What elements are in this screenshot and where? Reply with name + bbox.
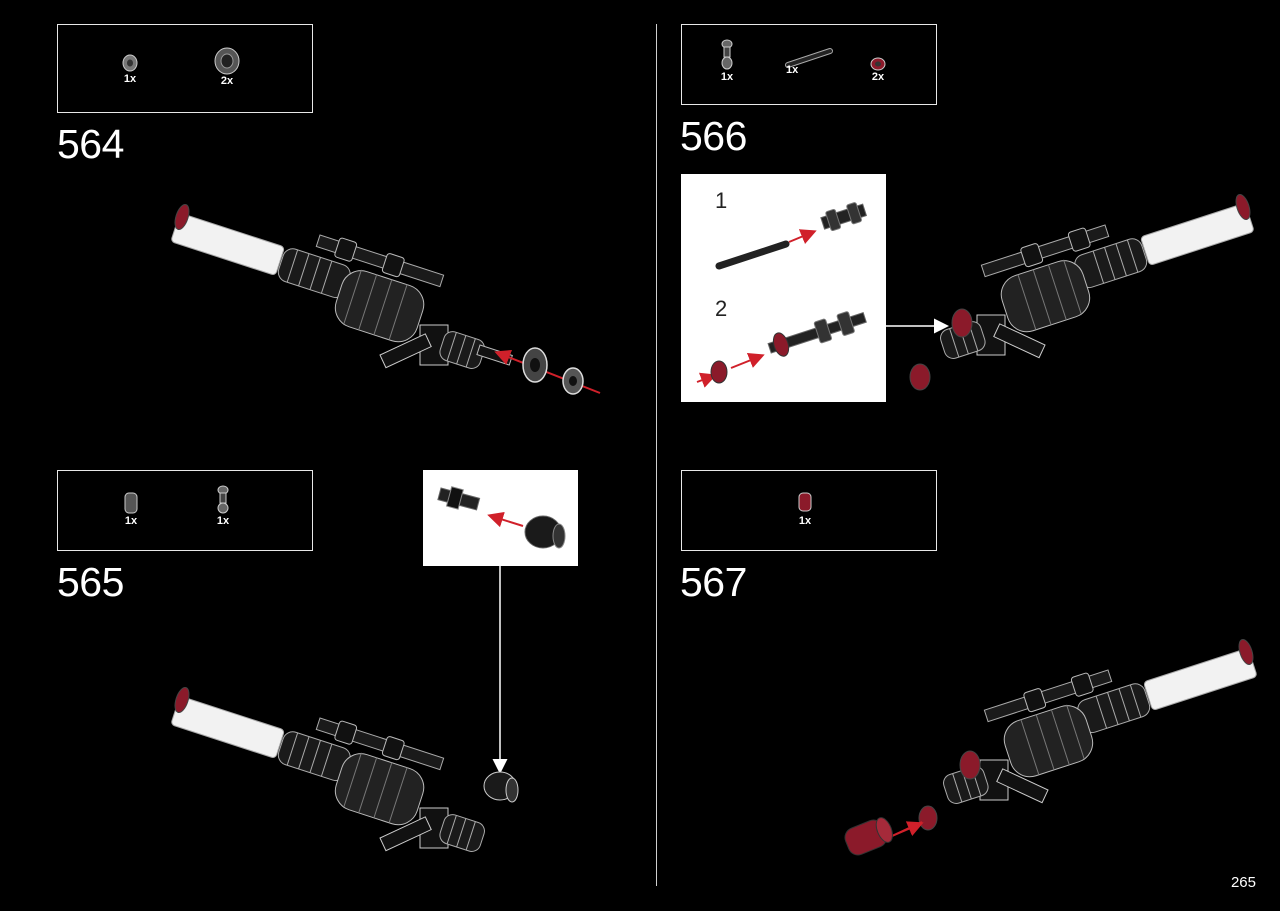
step-number-564: 564 <box>57 121 124 167</box>
assembly-565-illustration <box>170 685 519 855</box>
part-red-bushing: 2x <box>870 57 886 83</box>
part-qty: 1x <box>720 71 734 83</box>
page-divider <box>656 24 657 886</box>
part-qty: 1x <box>216 515 230 527</box>
substep-number: 2 <box>715 296 728 321</box>
step-number-566: 566 <box>680 113 747 159</box>
part-qty: 2x <box>220 75 234 87</box>
part-red-connector: 1x <box>797 491 813 527</box>
step-number-565: 565 <box>57 559 124 605</box>
parts-list-564: 1x 2x <box>57 24 313 113</box>
callout-pointer-565 <box>492 566 508 774</box>
red-bushing-icon <box>870 57 886 71</box>
part-axle: 1x <box>784 47 834 76</box>
axle-icon <box>785 48 833 68</box>
universal-joint-icon <box>721 39 733 70</box>
parts-list-565: 1x 1x <box>57 470 313 551</box>
assembly-567-illustration <box>844 637 1258 856</box>
callout-pointer-566 <box>886 318 949 334</box>
part-qty: 1x <box>124 515 138 527</box>
parts-list-567: 1x <box>681 470 937 551</box>
bushing-icon <box>122 54 138 72</box>
callout-565-illustration <box>437 486 566 549</box>
part-universal-joint: 1x <box>216 485 230 527</box>
page-number: 265 <box>1230 874 1256 891</box>
axle-connector-icon <box>124 492 138 514</box>
part-universal-joint: 1x <box>720 39 734 83</box>
callout-566: 1 2 <box>681 174 886 402</box>
universal-joint-icon <box>217 485 229 514</box>
part-qty: 1x <box>786 64 799 76</box>
gear-wheel-parts <box>522 347 584 395</box>
part-axle-connector: 1x <box>123 491 139 527</box>
part-qty: 2x <box>871 71 885 83</box>
part-qty: 1x <box>798 515 812 527</box>
red-connector-icon <box>798 492 812 512</box>
substep-number: 1 <box>715 188 728 213</box>
step-number-567: 567 <box>680 559 747 605</box>
parts-list-566: 1x 1x 2x <box>681 24 937 105</box>
assembly-564-illustration <box>170 202 601 395</box>
gear-wheel-icon <box>214 47 240 75</box>
red-connector-part <box>844 817 893 856</box>
part-gear-wheel: 2x <box>213 47 241 87</box>
callout-566-illustration <box>696 202 868 388</box>
part-bushing: 1x <box>121 53 139 85</box>
callout-565 <box>423 470 578 566</box>
part-qty: 1x <box>123 73 137 85</box>
assembly-566-illustration <box>909 192 1255 391</box>
